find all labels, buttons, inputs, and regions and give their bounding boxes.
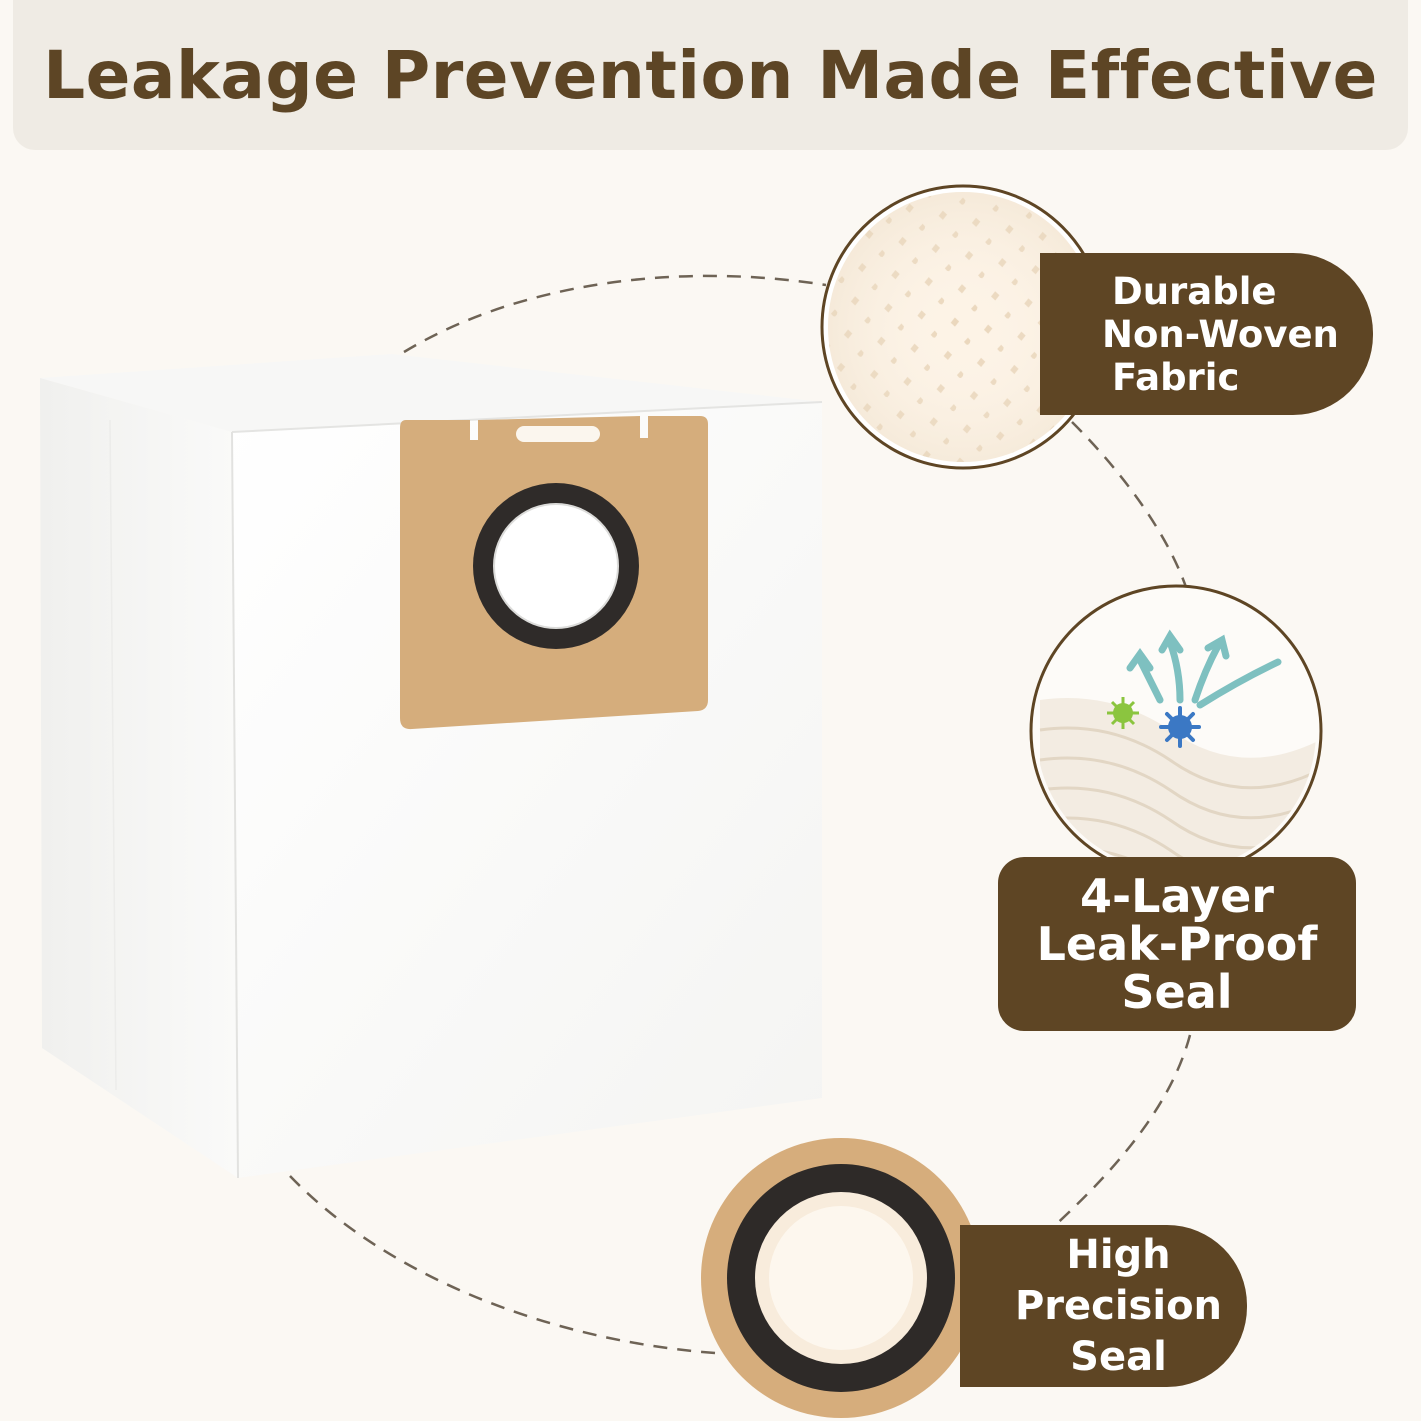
seal-ring-icon bbox=[701, 1138, 981, 1418]
layers-icon bbox=[1029, 584, 1323, 878]
feature-label-line: Seal bbox=[1070, 1333, 1167, 1380]
dashed-guide-arc bbox=[289, 274, 1192, 1355]
feature-label-line: Fabric bbox=[1112, 355, 1240, 399]
title-banner: Leakage Prevention Made Effective bbox=[13, 0, 1408, 150]
bag-collar-tab bbox=[400, 416, 708, 730]
dust-bag-image bbox=[40, 354, 823, 1179]
fabric-texture-icon bbox=[820, 184, 1106, 470]
feature-label-seal: High Precision Seal bbox=[960, 1225, 1247, 1387]
feature-label-line: Durable bbox=[1112, 269, 1277, 313]
feature-label-line: Leak-Proof bbox=[1036, 917, 1318, 971]
feature-label-fabric: Durable Non-Woven Fabric bbox=[1040, 253, 1373, 415]
feature-label-line: 4-Layer bbox=[1080, 869, 1274, 923]
page-title: Leakage Prevention Made Effective bbox=[43, 36, 1378, 114]
bacteria-green-icon bbox=[1107, 697, 1139, 729]
feature-label-line: Precision bbox=[1014, 1282, 1223, 1329]
feature-label-layers: 4-Layer Leak-Proof Seal bbox=[998, 857, 1356, 1031]
feature-label-line: Non-Woven bbox=[1102, 312, 1339, 356]
feature-label-line: High bbox=[1066, 1231, 1171, 1278]
bacteria-blue-icon bbox=[1159, 706, 1201, 748]
feature-label-line: Seal bbox=[1121, 965, 1233, 1019]
airflow-arrows-icon bbox=[1126, 629, 1282, 709]
